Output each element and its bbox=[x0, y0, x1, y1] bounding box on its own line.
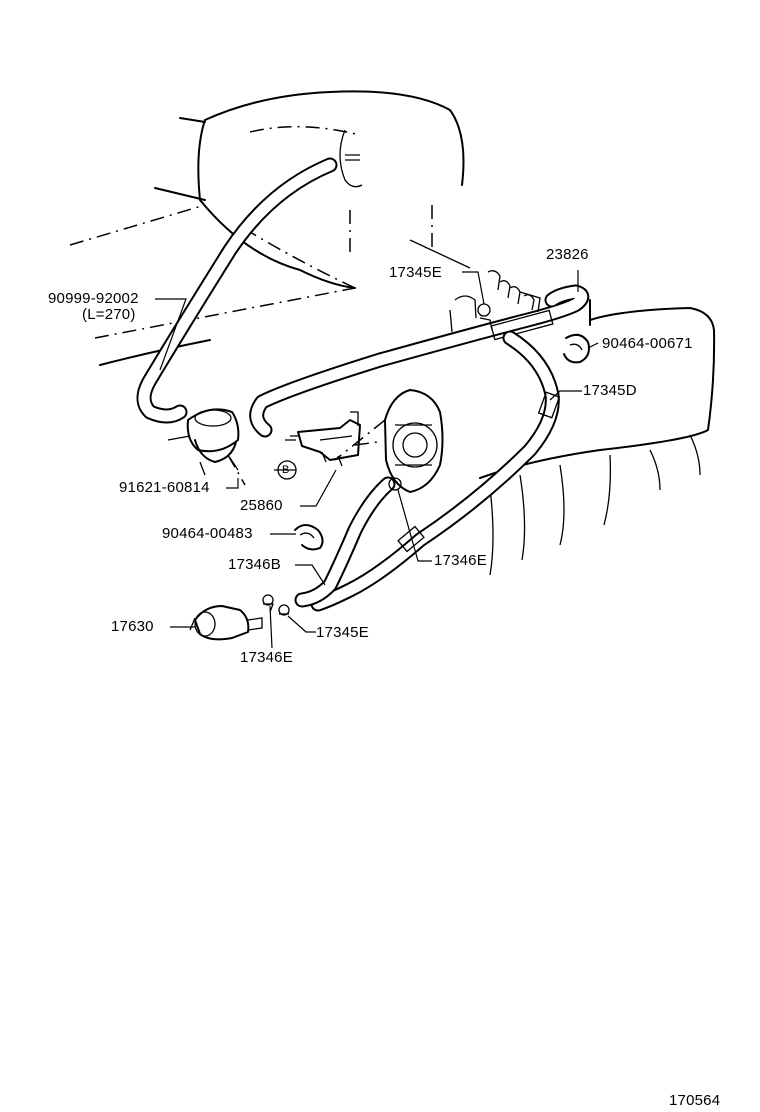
hose-17346B bbox=[294, 476, 396, 608]
label-90464-00483: 90464-00483 bbox=[162, 525, 253, 542]
engine-outline bbox=[69, 90, 716, 576]
sensor-17630 bbox=[189, 605, 263, 641]
clamp-90464-00671 bbox=[563, 333, 590, 364]
hose-17345D bbox=[310, 330, 561, 612]
label-17346B: 17346B bbox=[228, 556, 281, 573]
label-17345E-top: 17345E bbox=[389, 264, 442, 281]
clamp-90464-00483 bbox=[294, 524, 324, 551]
leader-lines bbox=[155, 270, 599, 649]
label-90464-00671: 90464-00671 bbox=[602, 335, 693, 352]
drawing-number: 170564 bbox=[669, 1092, 721, 1109]
bolt-mark-letter: B bbox=[282, 464, 290, 476]
label-90999-length: (L=270) bbox=[82, 306, 136, 323]
label-17630: 17630 bbox=[111, 618, 154, 635]
label-91621-60814: 91621-60814 bbox=[119, 479, 210, 496]
pipe-23826 bbox=[249, 284, 590, 438]
upper-hose-clips bbox=[449, 270, 541, 333]
label-17345E-bottom: 17345E bbox=[316, 624, 369, 641]
label-23826: 23826 bbox=[546, 246, 589, 263]
vacuum-actuator bbox=[167, 408, 246, 486]
label-90999-92002: 90999-92002 bbox=[48, 290, 139, 307]
label-25860: 25860 bbox=[240, 497, 283, 514]
label-17346E-right: 17346E bbox=[434, 552, 487, 569]
vsv-25860 bbox=[285, 411, 379, 467]
label-17345D: 17345D bbox=[583, 382, 637, 399]
small-clips bbox=[262, 477, 402, 616]
label-17346E-bottom: 17346E bbox=[240, 649, 293, 666]
